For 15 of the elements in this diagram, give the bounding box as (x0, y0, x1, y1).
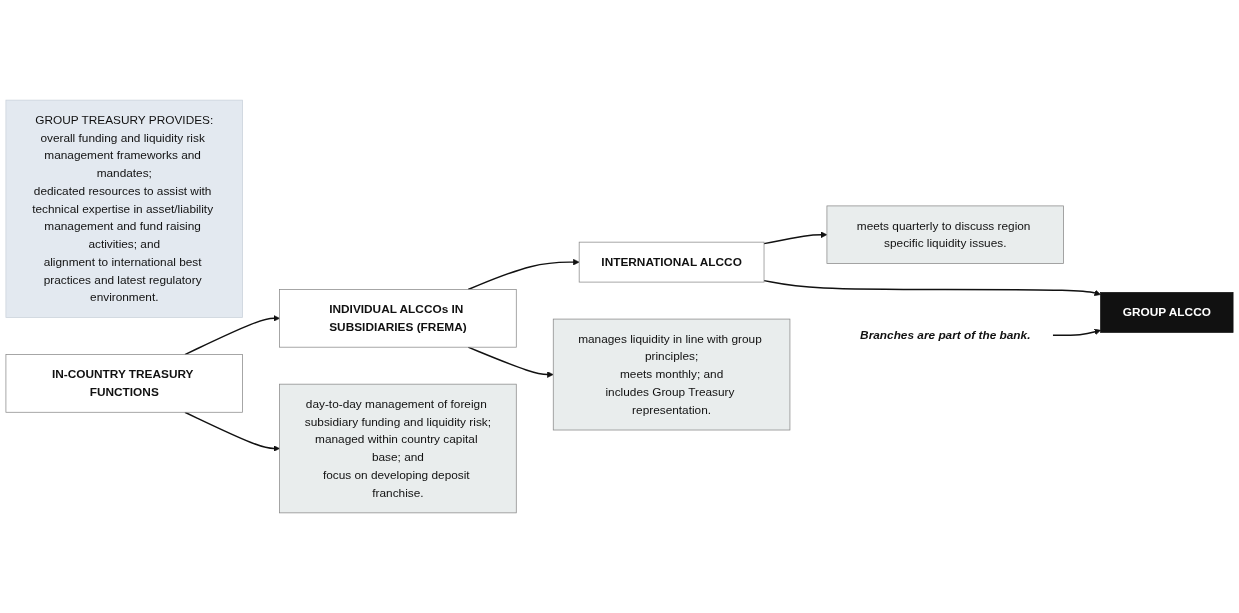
node-box: GROUP ALCCO (1100, 292, 1234, 333)
node-box: IN-COUNTRY TREASURY FUNCTIONS (5, 354, 243, 413)
node-box: meets quarterly to discuss region specific liquidity issues. (826, 205, 1064, 264)
arrow (467, 258, 580, 291)
arrow (184, 315, 280, 356)
node-box: GROUP TREASURY PROVIDES: overall funding and liquidity risk management frameworks and mandates; dedicated resources to assist with technical expertise in asset/liability management and fund raising activities; and alignment to international best practices and latest regulatory environment. (5, 99, 243, 318)
node-box: day-to-day management of foreign subsidiary funding and liquidity risk; managed within country capital base; and focus on developing deposit franchise. (279, 383, 517, 514)
node-box: manages liquidity in line with group principles; meets monthly; and includes Group Treasury representation. (552, 318, 791, 431)
node-box: INTERNATIONAL ALCCO (578, 241, 765, 283)
node-text: Branches are part of the bank. (860, 328, 1031, 342)
arrow (1051, 328, 1101, 337)
arrow (763, 279, 1101, 297)
arrow (763, 231, 828, 245)
node-box: INDIVIDUAL ALCCOs IN SUBSIDIARIES (FREMA) (279, 289, 517, 348)
arrow (184, 411, 280, 452)
